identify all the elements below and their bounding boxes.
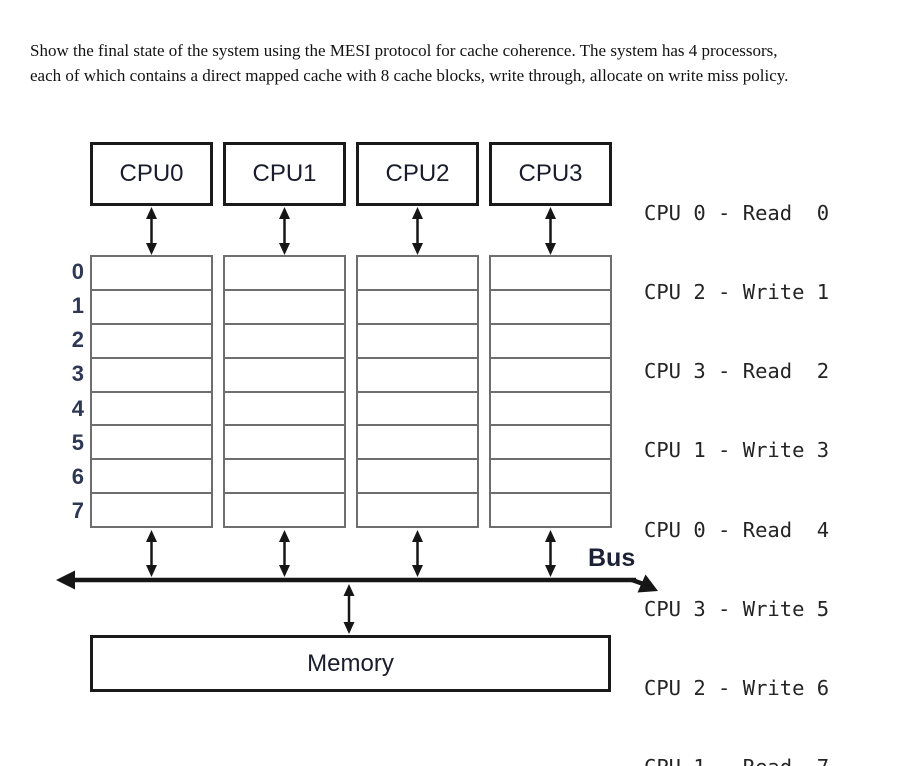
cpu0-cache-block-3 <box>92 356 211 391</box>
cache-row-label-6: 6 <box>71 463 84 489</box>
cpu1-cache-block-6 <box>225 458 344 493</box>
operation-row-6: CPU 3 - Write 5 <box>644 596 830 621</box>
cpu2-cache-block-7 <box>358 492 477 526</box>
cpu0-cache-block-1 <box>92 288 211 323</box>
bus-memory-arrow-icon <box>343 584 355 634</box>
cpu2-cache-block-4 <box>358 390 477 425</box>
operation-row-3: CPU 3 - Read 2 <box>644 359 830 384</box>
cpu0-cache-block-0 <box>92 257 211 289</box>
cpu3-label: CPU3 <box>518 160 583 187</box>
cpu2-cache-block-3 <box>358 356 477 391</box>
cache3-bus-arrow-icon <box>545 530 556 577</box>
cpu0-label: CPU0 <box>119 160 184 187</box>
cpu0-cache-table <box>90 255 213 528</box>
cache-row-label-2: 2 <box>71 327 84 353</box>
cpu1-cache-block-5 <box>225 424 344 459</box>
cpu0-box: CPU0 <box>90 142 213 206</box>
cpu3-cache-block-4 <box>491 390 610 425</box>
cpu2-cache-block-0 <box>358 257 477 289</box>
operation-row-8: CPU 1 - Read 7 <box>644 754 829 766</box>
cpu0-cache-arrow-icon <box>146 207 157 255</box>
cache-row-index-labels: 0 1 2 3 4 5 6 7 <box>40 255 84 528</box>
cpu3-cache-block-2 <box>491 322 610 357</box>
cpu2-label: CPU2 <box>385 160 450 187</box>
memory-label: Memory <box>307 649 394 677</box>
cpu1-cache-arrow-icon <box>279 207 290 255</box>
cache-row-label-4: 4 <box>71 395 84 421</box>
bus-label: Bus <box>588 544 636 572</box>
operation-row-7: CPU 2 - Write 6 <box>644 676 830 701</box>
cpu3-cache-block-3 <box>491 356 610 391</box>
cpu0-cache-block-5 <box>92 424 211 459</box>
cpu1-cache-block-4 <box>225 390 344 425</box>
cpu2-cache-block-1 <box>358 288 477 323</box>
cpu1-cache-block-3 <box>225 356 344 391</box>
cpu3-box: CPU3 <box>489 142 612 206</box>
cpu1-cache-block-0 <box>225 257 344 289</box>
cpu2-cache-block-6 <box>358 458 477 493</box>
cpu0-cache-block-2 <box>92 322 211 357</box>
cpu3-cache-block-1 <box>491 288 610 323</box>
operation-row-4: CPU 1 - Write 3 <box>644 438 830 463</box>
cpu3-cache-block-7 <box>491 492 610 526</box>
cpu3-cache-block-0 <box>491 257 610 289</box>
cpu2-cache-block-5 <box>358 424 477 459</box>
cpu3-cache-arrow-icon <box>545 207 556 255</box>
bus-line <box>56 570 658 593</box>
cpu1-box: CPU1 <box>223 142 346 206</box>
memory-box: Memory <box>90 635 611 692</box>
cache-row-label-0: 0 <box>71 259 84 285</box>
operation-row-5: CPU 0 - Read 4 <box>644 517 830 542</box>
bus-and-arrows-layer <box>56 207 658 634</box>
cpu2-cache-block-2 <box>358 322 477 357</box>
cpu2-cache-arrow-icon <box>412 207 423 255</box>
cpu1-cache-table <box>223 255 346 528</box>
cache-row-label-1: 1 <box>71 293 84 319</box>
cache1-bus-arrow-icon <box>279 530 290 577</box>
cpu2-cache-table <box>356 255 479 528</box>
cpu1-cache-block-7 <box>225 492 344 526</box>
cpu0-cache-block-7 <box>92 492 211 526</box>
operation-row-2: CPU 2 - Write 1 <box>644 280 830 305</box>
cache0-bus-arrow-icon <box>146 530 157 577</box>
cpu3-cache-block-5 <box>491 424 610 459</box>
cpu0-cache-block-6 <box>92 458 211 493</box>
problem-statement: Show the final state of the system using… <box>30 38 900 88</box>
problem-statement-line-2: each of which contains a direct mapped c… <box>30 66 789 85</box>
cache-row-label-3: 3 <box>71 361 84 387</box>
cpu1-cache-block-2 <box>225 322 344 357</box>
cpu1-cache-block-1 <box>225 288 344 323</box>
cpu1-label: CPU1 <box>252 160 317 187</box>
cpu3-cache-table <box>489 255 612 528</box>
problem-statement-line-1: Show the final state of the system using… <box>30 41 778 60</box>
cache2-bus-arrow-icon <box>412 530 423 577</box>
cache-row-label-7: 7 <box>71 497 84 523</box>
cpu2-box: CPU2 <box>356 142 479 206</box>
cpu0-cache-block-4 <box>92 390 211 425</box>
cpu3-cache-block-6 <box>491 458 610 493</box>
operation-row-1: CPU 0 - Read 0 <box>644 200 830 225</box>
operations-list: CPU 0 - Read 0 CPU 2 - Write 1 CPU 3 - R… <box>644 147 829 766</box>
cache-row-label-5: 5 <box>71 429 84 455</box>
